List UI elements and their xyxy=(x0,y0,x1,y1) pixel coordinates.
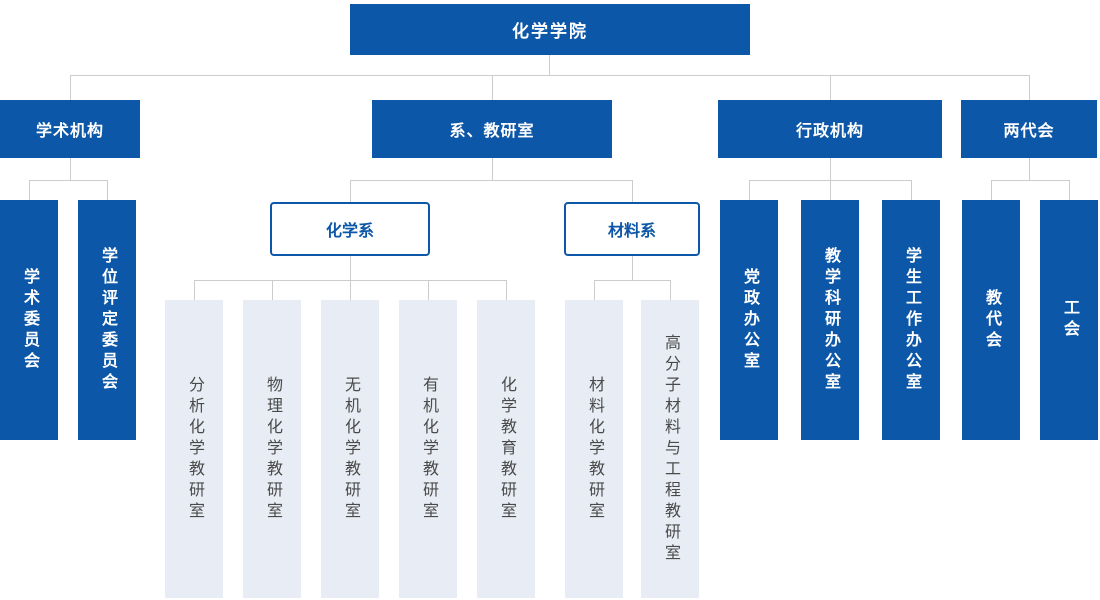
node-academic-branch: 学术机构 xyxy=(0,100,140,158)
node-office-physical-chemistry: 物理化学教研室 xyxy=(243,300,301,598)
node-office-polymer-materials: 高分子材料与工程教研室 xyxy=(641,300,699,598)
connector-line xyxy=(492,158,493,180)
connector-line xyxy=(194,280,195,300)
connector-line xyxy=(272,280,273,300)
connector-line xyxy=(70,75,1029,76)
connector-line xyxy=(492,75,493,100)
connector-line xyxy=(70,158,71,180)
node-labor-union-label: 工会 xyxy=(1061,299,1078,341)
connector-line xyxy=(428,280,429,300)
office-label: 化学教育教研室 xyxy=(498,375,515,523)
node-congress-branch: 两代会 xyxy=(961,100,1097,158)
node-root-label: 化学学院 xyxy=(512,22,588,41)
node-chemistry-dept-label: 化学系 xyxy=(325,223,374,240)
node-departments-branch: 系、教研室 xyxy=(372,100,612,158)
node-staff-congress-label: 教代会 xyxy=(983,288,1000,352)
node-root: 化学学院 xyxy=(350,4,750,55)
connector-line xyxy=(830,75,831,100)
office-label: 材料化学教研室 xyxy=(586,375,603,523)
node-degree-committee: 学位评定委员会 xyxy=(78,200,136,440)
node-student-affairs-office: 学生工作办公室 xyxy=(882,200,940,440)
node-materials-dept: 材料系 xyxy=(564,202,700,256)
connector-line xyxy=(594,280,595,300)
node-academic-committee-label: 学术委员会 xyxy=(21,267,38,373)
connector-line xyxy=(350,180,632,181)
node-chemistry-dept: 化学系 xyxy=(270,202,430,256)
connector-line xyxy=(29,180,30,200)
connector-line xyxy=(549,55,550,75)
node-office-inorganic-chemistry: 无机化学教研室 xyxy=(321,300,379,598)
node-staff-congress: 教代会 xyxy=(962,200,1020,440)
connector-line xyxy=(1029,75,1030,100)
node-degree-committee-label: 学位评定委员会 xyxy=(99,246,116,394)
node-office-analytical-chemistry: 分析化学教研室 xyxy=(165,300,223,598)
connector-line xyxy=(830,180,831,200)
office-label: 物理化学教研室 xyxy=(264,375,281,523)
connector-line xyxy=(1029,158,1030,180)
node-congress-branch-label: 两代会 xyxy=(1003,123,1055,140)
connector-line xyxy=(991,180,992,200)
connector-line xyxy=(506,280,507,300)
connector-line xyxy=(107,180,108,200)
node-departments-branch-label: 系、教研室 xyxy=(449,123,535,140)
node-office-organic-chemistry: 有机化学教研室 xyxy=(399,300,457,598)
office-label: 高分子材料与工程教研室 xyxy=(662,333,679,565)
node-materials-dept-label: 材料系 xyxy=(607,223,656,240)
node-office-chemistry-education: 化学教育教研室 xyxy=(477,300,535,598)
connector-line xyxy=(632,256,633,280)
node-party-office-label: 党政办公室 xyxy=(741,267,758,373)
connector-line xyxy=(1069,180,1070,200)
connector-line xyxy=(911,180,912,200)
connector-line xyxy=(670,280,671,300)
node-academic-branch-label: 学术机构 xyxy=(35,123,104,140)
connector-line xyxy=(749,180,750,200)
node-admin-branch-label: 行政机构 xyxy=(795,123,864,140)
office-label: 有机化学教研室 xyxy=(420,375,437,523)
connector-line xyxy=(29,180,107,181)
connector-line xyxy=(830,158,831,180)
node-teaching-research-office-label: 教学科研办公室 xyxy=(822,246,839,394)
connector-line xyxy=(350,180,351,202)
connector-line xyxy=(70,75,71,100)
node-admin-branch: 行政机构 xyxy=(718,100,942,158)
node-office-materials-chemistry: 材料化学教研室 xyxy=(565,300,623,598)
node-academic-committee: 学术委员会 xyxy=(0,200,58,440)
node-student-affairs-office-label: 学生工作办公室 xyxy=(903,246,920,394)
connector-line xyxy=(594,280,670,281)
connector-line xyxy=(350,280,351,300)
node-labor-union: 工会 xyxy=(1040,200,1098,440)
node-teaching-research-office: 教学科研办公室 xyxy=(801,200,859,440)
connector-line xyxy=(632,180,633,202)
office-label: 分析化学教研室 xyxy=(186,375,203,523)
connector-line xyxy=(350,256,351,280)
office-label: 无机化学教研室 xyxy=(342,375,359,523)
node-party-office: 党政办公室 xyxy=(720,200,778,440)
connector-line xyxy=(991,180,1069,181)
